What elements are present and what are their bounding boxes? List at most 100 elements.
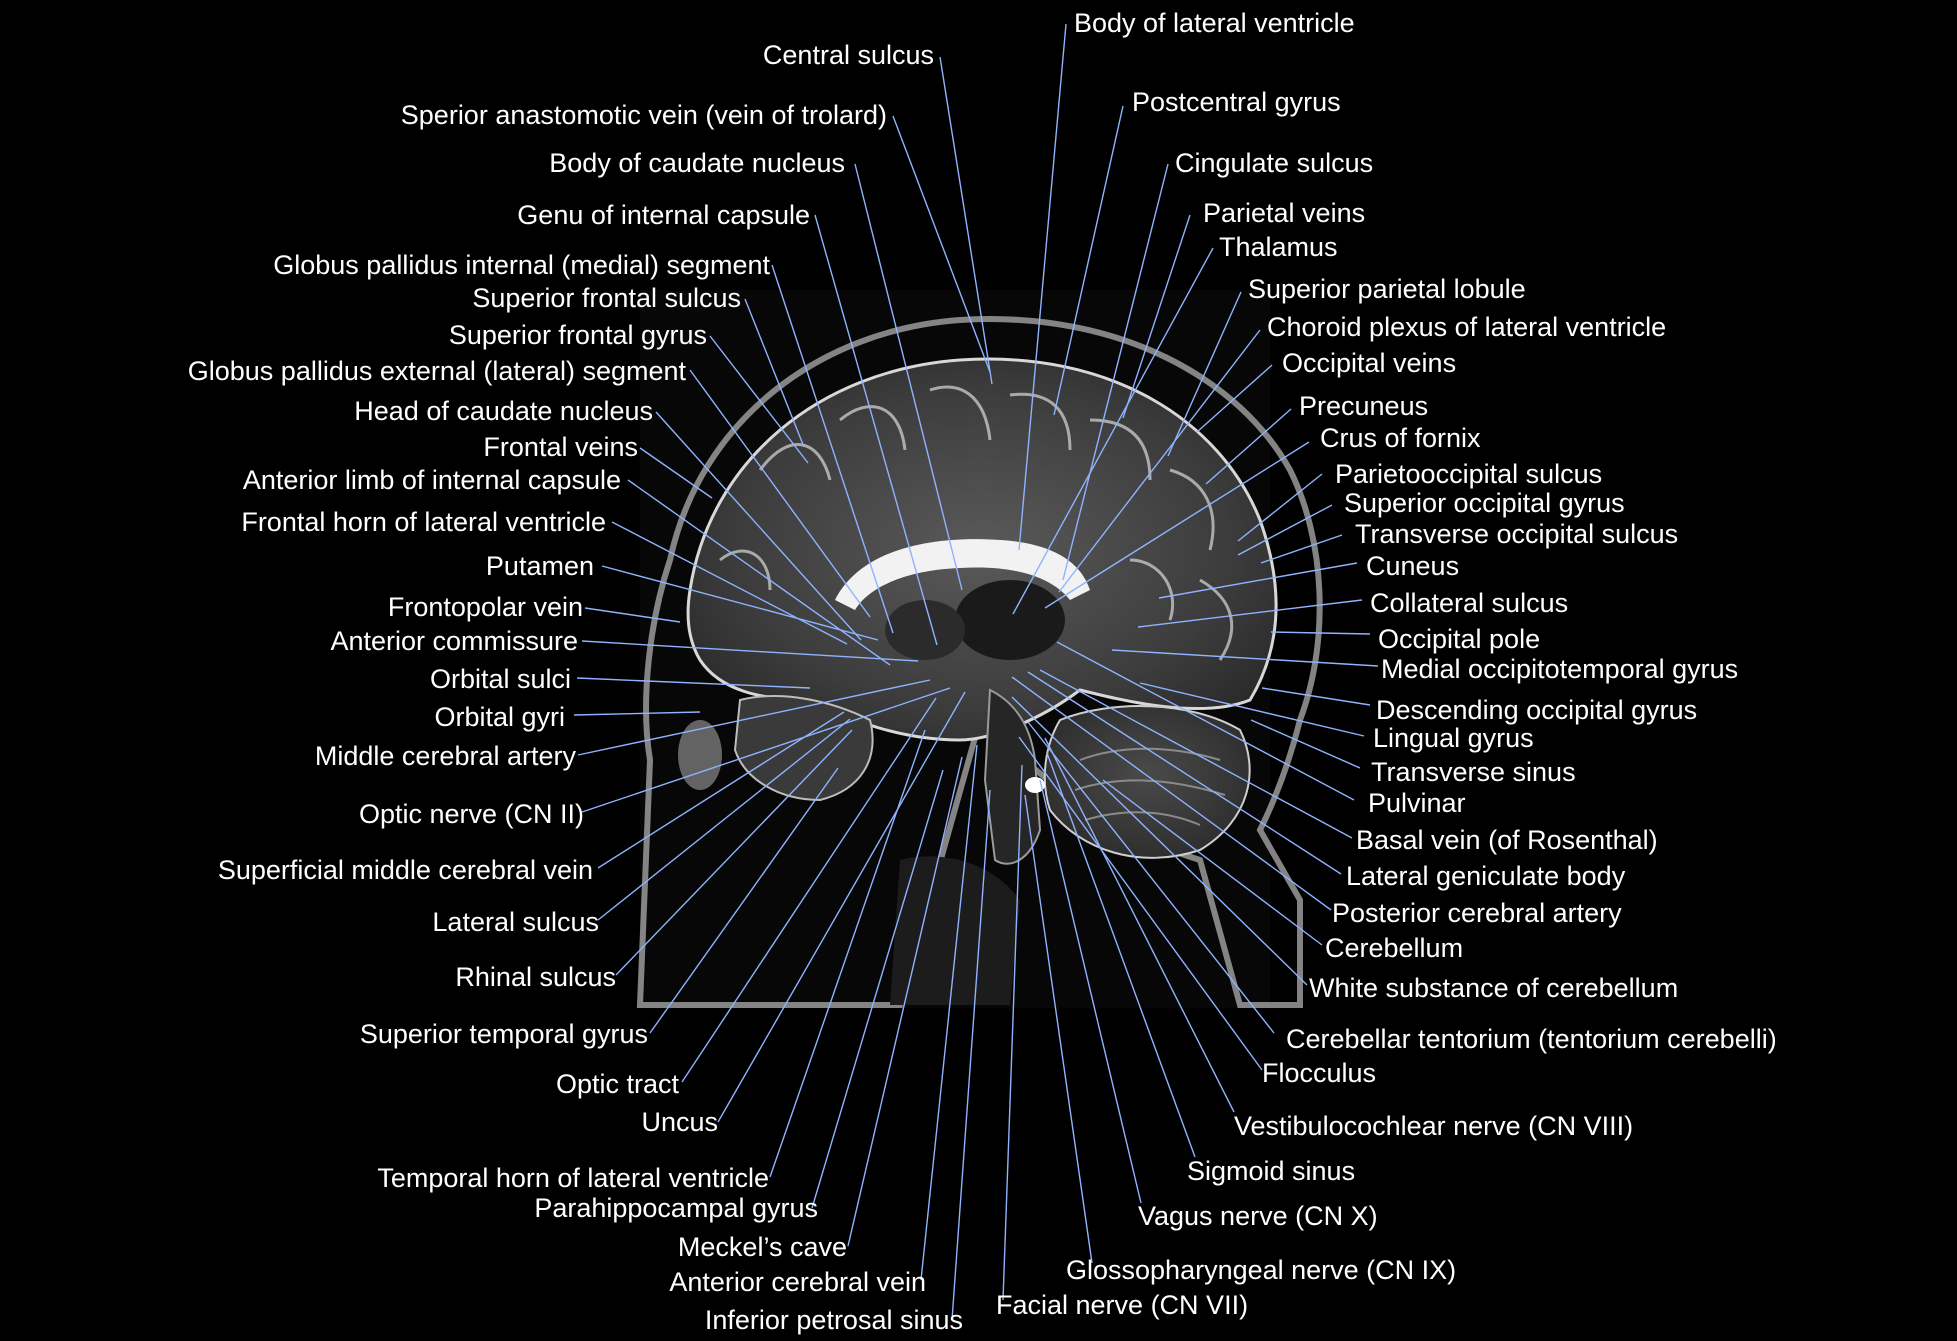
leader-line (681, 697, 937, 1083)
leader-line (601, 565, 879, 641)
leader-line (1102, 779, 1323, 946)
leader-line (814, 214, 938, 646)
labels-right: Body of lateral ventricle Postcentral gy… (996, 8, 1777, 1320)
lateral-ventricle (835, 539, 1090, 610)
leader-line (920, 744, 978, 1281)
label-cerebellum: Cerebellum (1325, 933, 1463, 963)
leader-line (1018, 23, 1067, 551)
mri-image (636, 290, 1323, 1341)
label-lingual-gyrus: Lingual gyrus (1373, 723, 1534, 753)
label-anterior-limb-internal-capsule: Anterior limb of internal capsule (243, 465, 621, 495)
label-parahippocampal-gyrus: Parahippocampal gyrus (534, 1193, 818, 1223)
label-superficial-middle-cerebral-vein: Superficial middle cerebral vein (218, 855, 593, 885)
leader-line (1058, 329, 1261, 593)
label-uncus: Uncus (641, 1107, 718, 1137)
label-cerebellar-tentorium: Cerebellar tentorium (tentorium cerebell… (1286, 1024, 1777, 1054)
label-rhinal-sulcus: Rhinal sulcus (455, 962, 616, 992)
leader-line (892, 115, 991, 373)
label-superior-frontal-gyrus: Superior frontal gyrus (449, 320, 707, 350)
leader-line (1260, 534, 1343, 564)
leader-line (1011, 676, 1332, 911)
leader-line (584, 607, 681, 623)
label-glossopharyngeal-nerve: Glossopharyngeal nerve (CN IX) (1066, 1255, 1456, 1285)
leader-line (771, 264, 894, 634)
label-central-sulcus: Central sulcus (763, 40, 934, 70)
leader-line (655, 411, 862, 641)
basal-ganglia (885, 600, 965, 660)
label-descending-occipital-gyrus: Descending occipital gyrus (1376, 695, 1697, 725)
label-frontal-veins: Frontal veins (483, 432, 638, 462)
label-postcentral-gyrus: Postcentral gyrus (1132, 87, 1341, 117)
label-body-of-lateral-ventricle: Body of lateral ventricle (1074, 8, 1355, 38)
labels-left: Central sulcus Sperior anastomotic vein … (188, 40, 963, 1335)
leader-line (576, 677, 811, 689)
label-putamen: Putamen (486, 551, 594, 581)
label-occipital-veins: Occipital veins (1282, 348, 1456, 378)
label-precuneus: Precuneus (1299, 391, 1428, 421)
leader-line (1270, 631, 1371, 635)
leader-line (1044, 737, 1235, 1113)
label-vestibulocochlear-nerve: Vestibulocochlear nerve (CN VIII) (1234, 1111, 1633, 1141)
brainstem (983, 688, 1042, 865)
leader-line (1139, 682, 1365, 737)
leader-line (597, 718, 851, 921)
leader-line (1027, 721, 1275, 1034)
leader-line (1012, 247, 1214, 615)
label-pulvinar: Pulvinar (1368, 788, 1466, 818)
leader-line (951, 789, 991, 1321)
cerebellum (1043, 705, 1251, 859)
leader-line (1053, 105, 1124, 416)
label-globus-pallidus-internal: Globus pallidus internal (medial) segmen… (273, 250, 770, 280)
label-choroid-plexus: Choroid plexus of lateral ventricle (1267, 312, 1666, 342)
label-sigmoid-sinus: Sigmoid sinus (1187, 1156, 1355, 1186)
leader-line (1002, 764, 1023, 1301)
leader-line (639, 447, 713, 499)
label-medial-occipitotemporal-gyrus: Medial occipitotemporal gyrus (1381, 654, 1738, 684)
leader-line (1196, 364, 1273, 433)
label-frontal-horn-lateral-ventricle: Frontal horn of lateral ventricle (241, 507, 606, 537)
label-orbital-gyri: Orbital gyri (434, 702, 565, 732)
leader-line (744, 298, 805, 448)
leader-line (1056, 641, 1355, 801)
leader-line (1237, 504, 1333, 556)
label-frontopolar-vein: Frontopolar vein (388, 592, 583, 622)
neck-soft-tissue (890, 856, 1020, 1005)
label-head-of-caudate-nucleus: Head of caudate nucleus (354, 396, 653, 426)
lower-band (640, 1008, 1280, 1341)
leader-line (939, 56, 993, 385)
leader-line (1261, 687, 1371, 706)
label-superior-anastomotic-vein: Sperior anastomotic vein (vein of trolar… (401, 100, 887, 130)
orbit (678, 720, 722, 790)
leader-line (1158, 562, 1358, 599)
label-collateral-sulcus: Collateral sulcus (1370, 588, 1568, 618)
label-genu-of-internal-capsule: Genu of internal capsule (517, 200, 810, 230)
label-occipital-pole: Occipital pole (1378, 624, 1540, 654)
leader-line (717, 691, 966, 1123)
leader-line (709, 335, 809, 464)
leader-line (627, 479, 891, 666)
leader-line (611, 521, 848, 645)
label-flocculus: Flocculus (1262, 1058, 1376, 1088)
label-thalamus: Thalamus (1219, 232, 1338, 262)
label-cingulate-sulcus: Cingulate sulcus (1175, 148, 1373, 178)
leader-line (1011, 696, 1308, 986)
label-body-of-caudate-nucleus: Body of caudate nucleus (549, 148, 845, 178)
label-orbital-sulci: Orbital sulci (430, 664, 571, 694)
label-superior-frontal-sulcus: Superior frontal sulcus (472, 283, 741, 313)
leader-line (1111, 649, 1379, 667)
leader-line (649, 767, 839, 1034)
leader-line (1167, 291, 1242, 457)
leader-line (1024, 794, 1093, 1264)
leader-line (854, 163, 963, 591)
leader-line (1046, 752, 1196, 1158)
label-lateral-geniculate-body: Lateral geniculate body (1346, 861, 1626, 891)
label-superior-parietal-lobule: Superior parietal lobule (1248, 274, 1526, 304)
leader-line (581, 640, 919, 662)
label-basal-vein: Basal vein (of Rosenthal) (1356, 825, 1658, 855)
label-meckels-cave: Meckel’s cave (678, 1232, 847, 1262)
leader-line (1039, 669, 1353, 839)
label-lateral-sulcus: Lateral sulcus (432, 907, 599, 937)
label-transverse-sinus: Transverse sinus (1371, 757, 1576, 787)
temporal-lobe (733, 695, 874, 802)
